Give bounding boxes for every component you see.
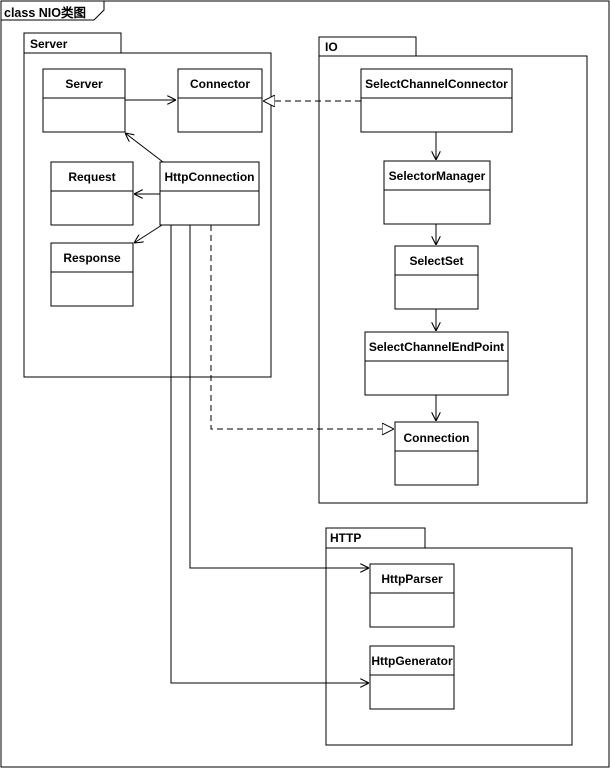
class-select-set-name: SelectSet xyxy=(409,254,464,268)
class-response-name: Response xyxy=(63,251,121,265)
assoc-httpconnection-response xyxy=(134,224,163,243)
class-http-parser-name: HttpParser xyxy=(381,572,443,586)
frame-title: class NIO类图 xyxy=(4,6,86,20)
class-http-parser xyxy=(369,563,455,628)
class-connector xyxy=(177,68,263,133)
class-select-channel-end-point xyxy=(364,331,509,396)
class-selector-manager xyxy=(383,160,491,225)
assoc-httpconnection-httpparser xyxy=(189,225,369,568)
assoc-httpconnection-httpgenerator xyxy=(170,225,369,683)
frame-title-tab xyxy=(1,1,105,21)
class-http-connection-name: HttpConnection xyxy=(164,170,255,184)
class-http-connection xyxy=(159,161,260,226)
class-select-channel-end-point-name: SelectChannelEndPoint xyxy=(368,340,505,354)
class-server xyxy=(42,68,126,133)
package-server-label: Server xyxy=(30,37,68,51)
class-http-generator xyxy=(369,645,455,710)
realization-httpconnection-connection xyxy=(210,225,394,429)
class-response xyxy=(50,242,134,307)
class-connector-name: Connector xyxy=(190,77,250,91)
class-select-set xyxy=(394,245,479,310)
class-server-name: Server xyxy=(65,77,103,91)
class-request xyxy=(50,161,134,226)
assoc-httpconnection-server xyxy=(125,133,164,163)
package-http xyxy=(325,527,573,746)
class-select-channel-connector-name: SelectChannelConnector xyxy=(365,77,508,91)
class-connection xyxy=(394,421,479,486)
class-select-channel-connector xyxy=(360,68,513,133)
package-http-label: HTTP xyxy=(330,531,362,545)
class-request-name: Request xyxy=(68,170,116,184)
class-connection-name: Connection xyxy=(403,431,470,445)
class-selector-manager-name: SelectorManager xyxy=(388,169,486,183)
package-io-label: IO xyxy=(325,40,338,54)
class-http-generator-name: HttpGenerator xyxy=(371,654,453,668)
